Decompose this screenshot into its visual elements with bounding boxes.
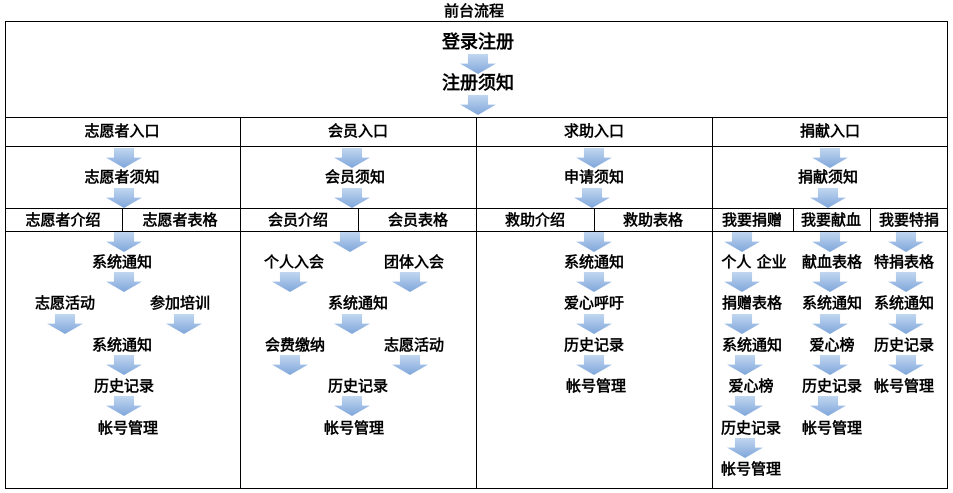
help-appeal-node: 爱心呼吁 [563, 294, 625, 312]
member-join-group-node: 团体入会 [383, 253, 445, 271]
blood-honor-roll-node: 爱心榜 [809, 336, 855, 354]
volunteer-training-node: 参加培训 [149, 294, 211, 312]
donation-system-notice-node: 系统通知 [721, 336, 783, 354]
help-history-node: 历史记录 [563, 336, 625, 354]
help-notice-node: 申请须知 [563, 168, 625, 186]
volunteer-system-notice-node-2: 系统通知 [91, 336, 153, 354]
login-register-node: 登录注册 [442, 32, 514, 53]
donate-notice-node: 捐献须知 [797, 168, 859, 186]
volunteer-intro-tab: 志愿者介绍 [25, 211, 101, 229]
volunteer-notice-node: 志愿者须知 [84, 168, 160, 186]
special-system-notice-node: 系统通知 [873, 294, 935, 312]
tab-divider-donate-2 [870, 208, 871, 231]
tab-divider-donate-1 [793, 208, 794, 231]
donation-form-node: 捐赠表格 [721, 294, 783, 312]
tab-divider-member [358, 208, 359, 231]
member-join-individual-node: 个人入会 [263, 253, 325, 271]
special-history-node: 历史记录 [873, 336, 935, 354]
member-notice-node: 会员须知 [324, 168, 386, 186]
column-divider-3 [712, 117, 713, 489]
donate-goods-tab: 我要捐赠 [721, 211, 783, 229]
donate-special-tab: 我要特捐 [878, 211, 940, 229]
volunteer-history-node: 历史记录 [93, 377, 155, 395]
member-activity-node: 志愿活动 [383, 336, 445, 354]
member-history-node: 历史记录 [327, 377, 389, 395]
special-account-node: 帐号管理 [873, 377, 935, 395]
donate-blood-tab: 我要献血 [800, 211, 862, 229]
help-account-node: 帐号管理 [565, 377, 627, 395]
special-form-node: 特捐表格 [873, 253, 935, 271]
donate-entry-label: 捐献入口 [799, 122, 861, 140]
member-system-notice-node: 系统通知 [327, 294, 389, 312]
member-dues-node: 会费缴纳 [264, 336, 326, 354]
blood-account-node: 帐号管理 [801, 419, 863, 437]
blood-form-node: 献血表格 [801, 253, 863, 271]
member-entry-label: 会员入口 [327, 122, 389, 140]
member-intro-tab: 会员介绍 [267, 211, 329, 229]
volunteer-activity-node: 志愿活动 [34, 294, 96, 312]
help-entry-label: 求助入口 [563, 122, 625, 140]
member-form-tab: 会员表格 [387, 211, 449, 229]
donation-history-node: 历史记录 [720, 419, 782, 437]
tab-divider-volunteer [122, 208, 123, 231]
help-form-tab: 救助表格 [622, 211, 684, 229]
column-divider-1 [240, 117, 241, 489]
blood-history-node: 历史记录 [801, 377, 863, 395]
volunteer-form-tab: 志愿者表格 [142, 211, 218, 229]
tab-divider-help [594, 208, 595, 231]
donation-account-node: 帐号管理 [720, 460, 782, 478]
help-system-notice-node: 系统通知 [563, 253, 625, 271]
volunteer-entry-label: 志愿者入口 [84, 122, 160, 140]
donor-type-node: 个人 企业 [721, 253, 787, 271]
member-account-node: 帐号管理 [323, 419, 385, 437]
help-intro-tab: 救助介绍 [504, 211, 566, 229]
volunteer-account-node: 帐号管理 [97, 419, 159, 437]
donation-honor-roll-node: 爱心榜 [728, 377, 774, 395]
volunteer-system-notice-node: 系统通知 [91, 253, 153, 271]
blood-system-notice-node: 系统通知 [801, 294, 863, 312]
diagram-title: 前台流程 [443, 2, 505, 20]
register-notice-node: 注册须知 [442, 73, 514, 94]
column-divider-2 [476, 117, 477, 489]
